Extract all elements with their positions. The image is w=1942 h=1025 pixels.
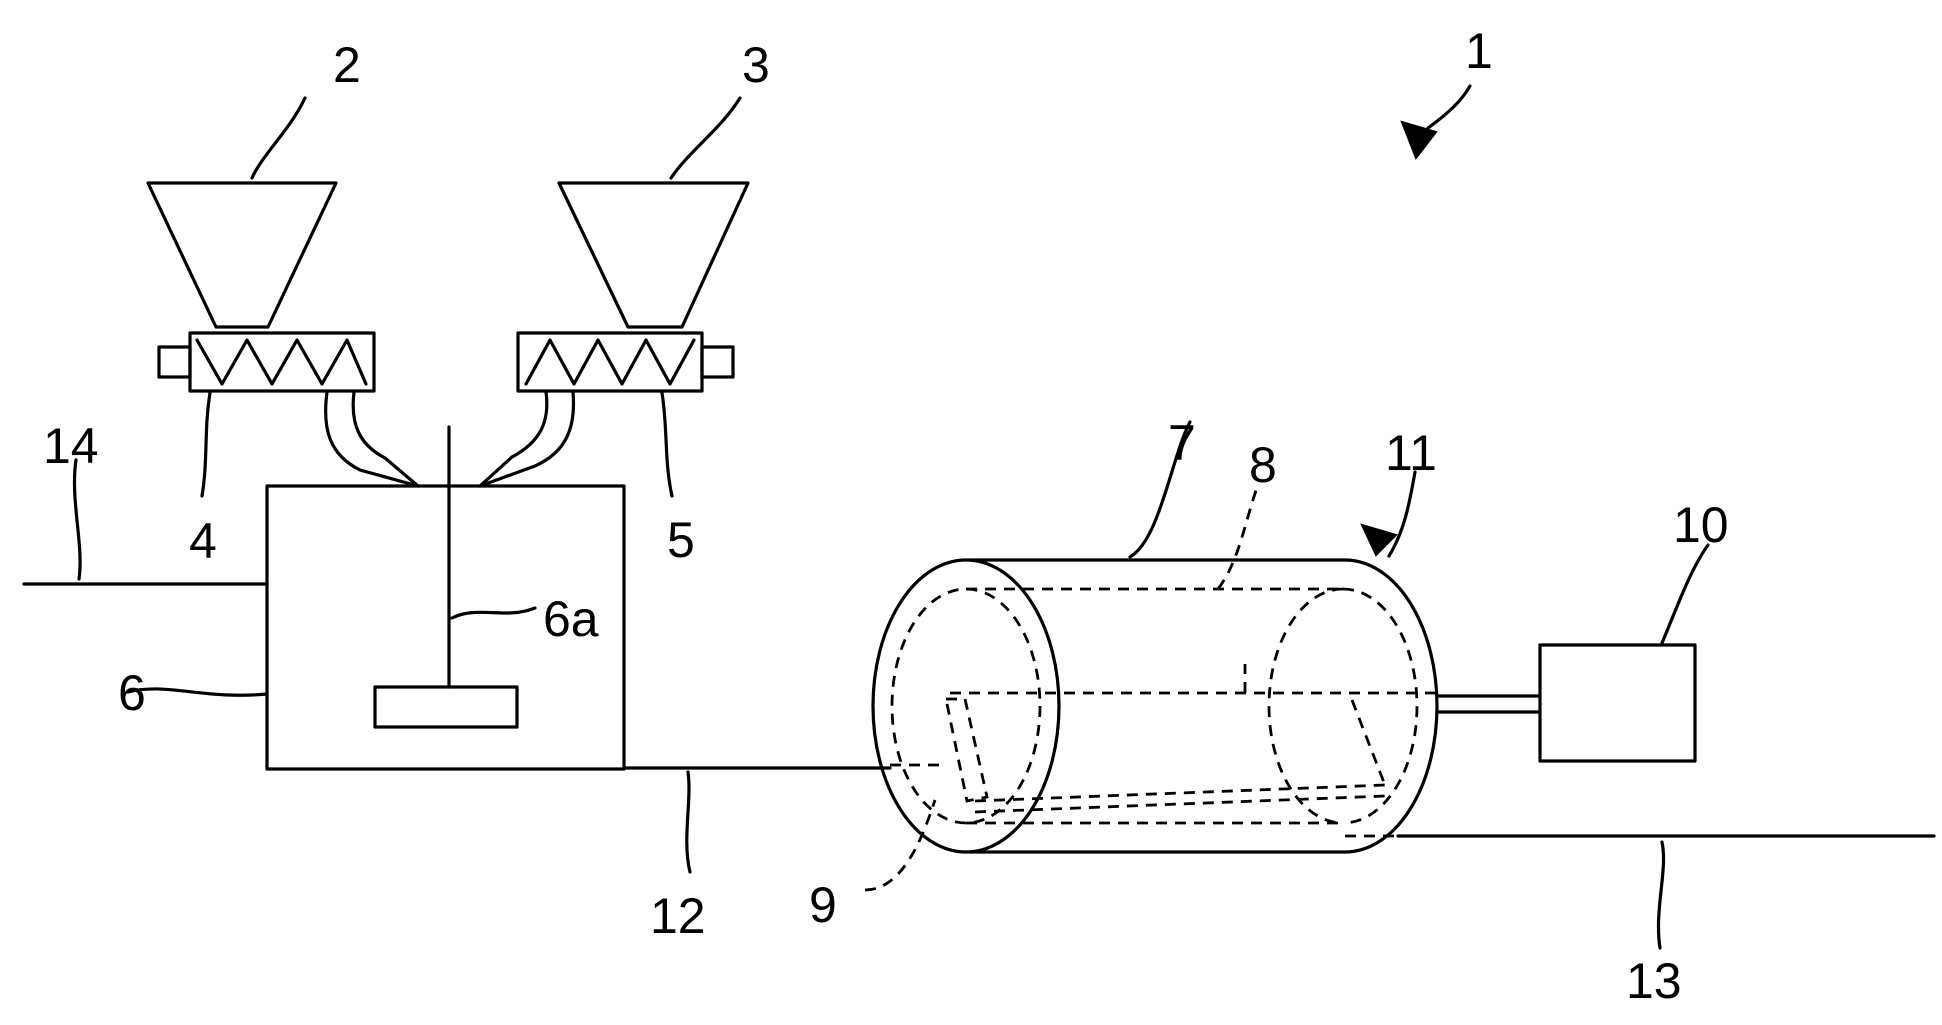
screw-feeder-left: [157, 331, 376, 393]
leader-lines: [72, 84, 1710, 950]
agitator: [373, 425, 519, 729]
label-feeder-left: 4: [189, 513, 217, 569]
inner-cylinder: [890, 587, 1419, 825]
label-hopper-left: 2: [333, 37, 361, 93]
label-inlet-pipe: 9: [809, 877, 837, 933]
chute-left: [324, 390, 420, 488]
label-apparatus: 1: [1465, 23, 1493, 79]
label-mixing-tank: 6: [118, 665, 146, 721]
label-drive-unit: 10: [1673, 497, 1729, 553]
chute-right: [478, 390, 576, 488]
label-hopper-right: 3: [742, 37, 770, 93]
inlet-pipe: [944, 664, 1438, 814]
apparatus-arrow: [1400, 120, 1438, 161]
hopper-right: [557, 181, 750, 329]
label-agitator: 6a: [543, 591, 599, 647]
label-drum: 7: [1168, 415, 1196, 471]
mill-arrow: [1360, 523, 1398, 557]
screw-feeder-right: [516, 331, 735, 393]
hopper-left: [146, 181, 338, 329]
label-transfer-line: 12: [650, 888, 706, 944]
label-mill: 11: [1385, 425, 1437, 481]
drive-shaft: [1435, 694, 1542, 714]
label-feeder-right: 5: [667, 512, 695, 568]
drive-unit: [1538, 643, 1697, 763]
label-inner-cylinder: 8: [1249, 437, 1277, 493]
label-outlet-line: 13: [1626, 953, 1682, 1009]
label-supply-line: 14: [43, 418, 99, 474]
drum: [871, 558, 1439, 854]
mixing-tank: [265, 484, 626, 771]
